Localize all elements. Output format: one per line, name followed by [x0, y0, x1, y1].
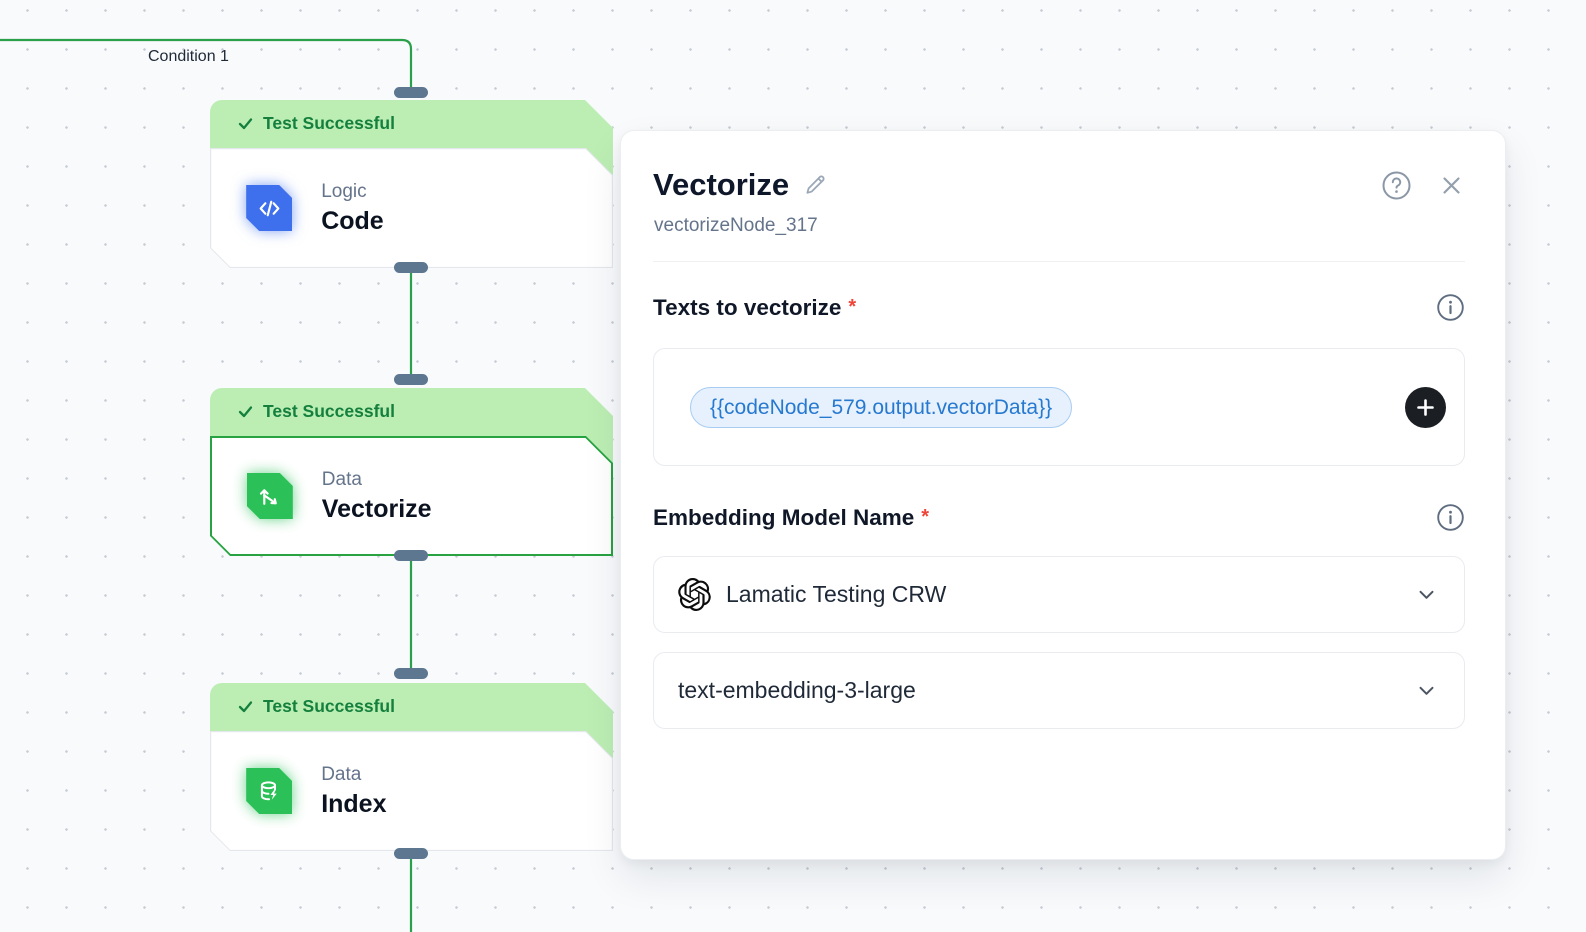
node-handle[interactable] [394, 87, 428, 98]
required-asterisk: * [848, 296, 857, 318]
texts-to-vectorize-field[interactable]: {{codeNode_579.output.vectorData}} [653, 348, 1465, 466]
node-title: Code [321, 206, 384, 235]
node-handle[interactable] [394, 668, 428, 679]
chevron-down-icon [1415, 679, 1438, 702]
info-circle-icon [1437, 504, 1464, 531]
x-icon [1443, 176, 1460, 194]
divider [653, 261, 1465, 262]
edit-title-button[interactable] [803, 173, 828, 198]
field-label-model: Embedding Model Name [653, 504, 915, 530]
flow-node-code[interactable]: Test Successful Logic Code [210, 100, 613, 268]
code-brackets-icon [246, 185, 292, 231]
model-dropdown[interactable]: text-embedding-3-large [653, 652, 1465, 729]
provider-dropdown[interactable]: Lamatic Testing CRW [653, 556, 1465, 633]
badge-label: Test Successful [263, 696, 395, 716]
checkmark-icon [237, 698, 254, 715]
node-title: Vectorize [321, 494, 432, 523]
required-asterisk: * [921, 506, 930, 528]
field-label-texts: Texts to vectorize [653, 294, 842, 320]
database-bolt-icon [246, 768, 292, 814]
pencil-icon [806, 175, 825, 194]
panel-title: Vectorize [653, 167, 790, 202]
vector-axes-icon [247, 473, 293, 519]
add-text-button[interactable] [1405, 387, 1446, 428]
help-button[interactable] [1381, 170, 1412, 201]
node-handle[interactable] [394, 848, 428, 859]
question-circle-icon [1382, 171, 1411, 199]
flow-node-vectorize[interactable]: Test Successful Data Vectorize [210, 388, 613, 556]
node-category: Data [321, 763, 362, 785]
provider-dropdown-value: Lamatic Testing CRW [726, 581, 947, 607]
edge-label-condition: Condition 1 [148, 48, 229, 65]
plus-icon [1417, 399, 1434, 416]
node-id-label: vectorizeNode_317 [654, 215, 818, 236]
badge-label: Test Successful [263, 113, 395, 133]
model-dropdown-value: text-embedding-3-large [678, 677, 916, 703]
node-config-panel: Vectorize vectorizeNode_317 Texts to vec… [620, 130, 1506, 860]
openai-logo [678, 578, 711, 611]
badge-label: Test Successful [263, 401, 395, 421]
checkmark-icon [237, 115, 254, 132]
variable-chip[interactable]: {{codeNode_579.output.vectorData}} [690, 387, 1073, 428]
info-button-model[interactable] [1436, 503, 1465, 532]
node-category: Logic [321, 180, 367, 202]
flow-node-index[interactable]: Test Successful [210, 683, 613, 851]
close-panel-button[interactable] [1438, 172, 1465, 199]
node-handle[interactable] [394, 374, 428, 385]
chevron-down-icon [1415, 583, 1438, 606]
node-handle[interactable] [394, 262, 428, 273]
node-title: Index [321, 789, 387, 818]
node-category: Data [321, 468, 362, 490]
info-circle-icon [1437, 294, 1464, 321]
info-button-texts[interactable] [1436, 293, 1465, 322]
node-handle[interactable] [394, 550, 428, 561]
checkmark-icon [237, 403, 254, 420]
